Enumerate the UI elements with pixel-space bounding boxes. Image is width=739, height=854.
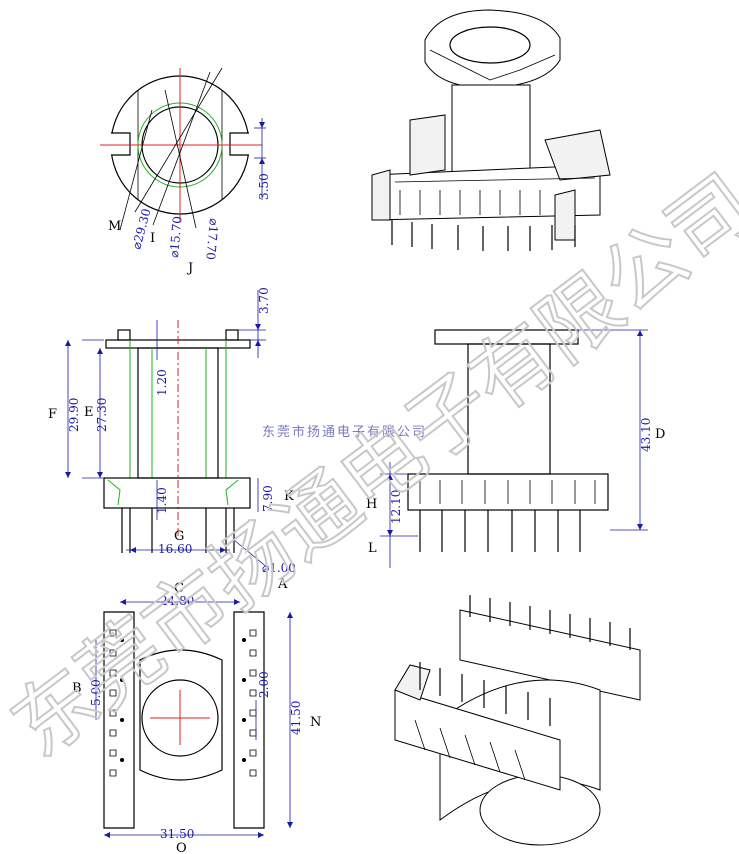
top-view: M I J ⌀29.30 ⌀15.70 ⌀17.70 3.50 <box>100 67 271 276</box>
dim-c: 24.80 <box>160 594 194 608</box>
dim-o: 31.50 <box>160 827 194 841</box>
label-c: C <box>174 581 184 596</box>
label-b: B <box>72 681 82 696</box>
dim-d3: ⌀17.70 <box>203 218 221 261</box>
iso-pin-rail-top <box>459 609 641 701</box>
right-slot <box>229 132 249 156</box>
iso-top-flange <box>424 9 561 89</box>
iso-core-tube <box>451 84 531 186</box>
iso-pin-rail-front <box>394 689 561 791</box>
dim-h: 12.10 <box>389 490 403 524</box>
label-m: M <box>108 219 121 234</box>
side-view: D H L 43.10 12.10 <box>366 329 665 568</box>
bottom-view: C B N O 24.80 5.00 2.00 41.50 31.50 <box>72 581 321 854</box>
dim-width: 16.60 <box>158 542 192 556</box>
side-pins <box>419 510 581 552</box>
dim-wall: 1.20 <box>155 369 169 396</box>
dim-top: 3.70 <box>257 287 271 314</box>
front-pins <box>121 508 235 553</box>
dim-slot: 3.50 <box>257 173 271 200</box>
iso-bottom-flange <box>479 774 601 846</box>
dim-k: 7.90 <box>261 485 275 512</box>
front-base <box>103 477 251 509</box>
label-o: O <box>176 841 187 854</box>
label-k: K <box>284 489 294 504</box>
dim-d: 43.10 <box>639 418 653 452</box>
label-d: D <box>655 427 665 442</box>
dim-b: 5.00 <box>89 679 103 706</box>
label-l: L <box>368 541 377 556</box>
dim-base: 1.40 <box>155 487 169 514</box>
side-base <box>407 473 609 511</box>
label-n: N <box>310 715 321 730</box>
label-j: J <box>186 261 193 276</box>
dim-pitch: 2.00 <box>257 671 271 698</box>
dim-pin: ⌀1.00 <box>262 561 296 575</box>
label-i: I <box>150 231 155 246</box>
watermark-small: 东莞市扬通电子有限公司 <box>262 424 427 440</box>
label-e: E <box>84 405 94 420</box>
dim-d2: ⌀15.70 <box>167 216 185 259</box>
dim-e: 27.30 <box>95 398 109 432</box>
label-a: A <box>277 577 288 592</box>
label-g: G <box>174 529 184 544</box>
iso-view-bottom <box>394 595 641 846</box>
label-f: F <box>48 407 57 422</box>
label-h: H <box>366 497 377 512</box>
iso-view-top <box>371 9 611 251</box>
bottom-core-hole <box>141 679 219 757</box>
dim-f: 29.90 <box>67 398 81 432</box>
dim-n: 41.50 <box>289 701 303 735</box>
bottom-rails <box>103 611 265 829</box>
front-view: F E G K A 3.70 29.90 27.30 1.20 1.40 16.… <box>48 287 296 592</box>
iso-pins <box>391 220 576 251</box>
left-slot <box>111 132 131 156</box>
